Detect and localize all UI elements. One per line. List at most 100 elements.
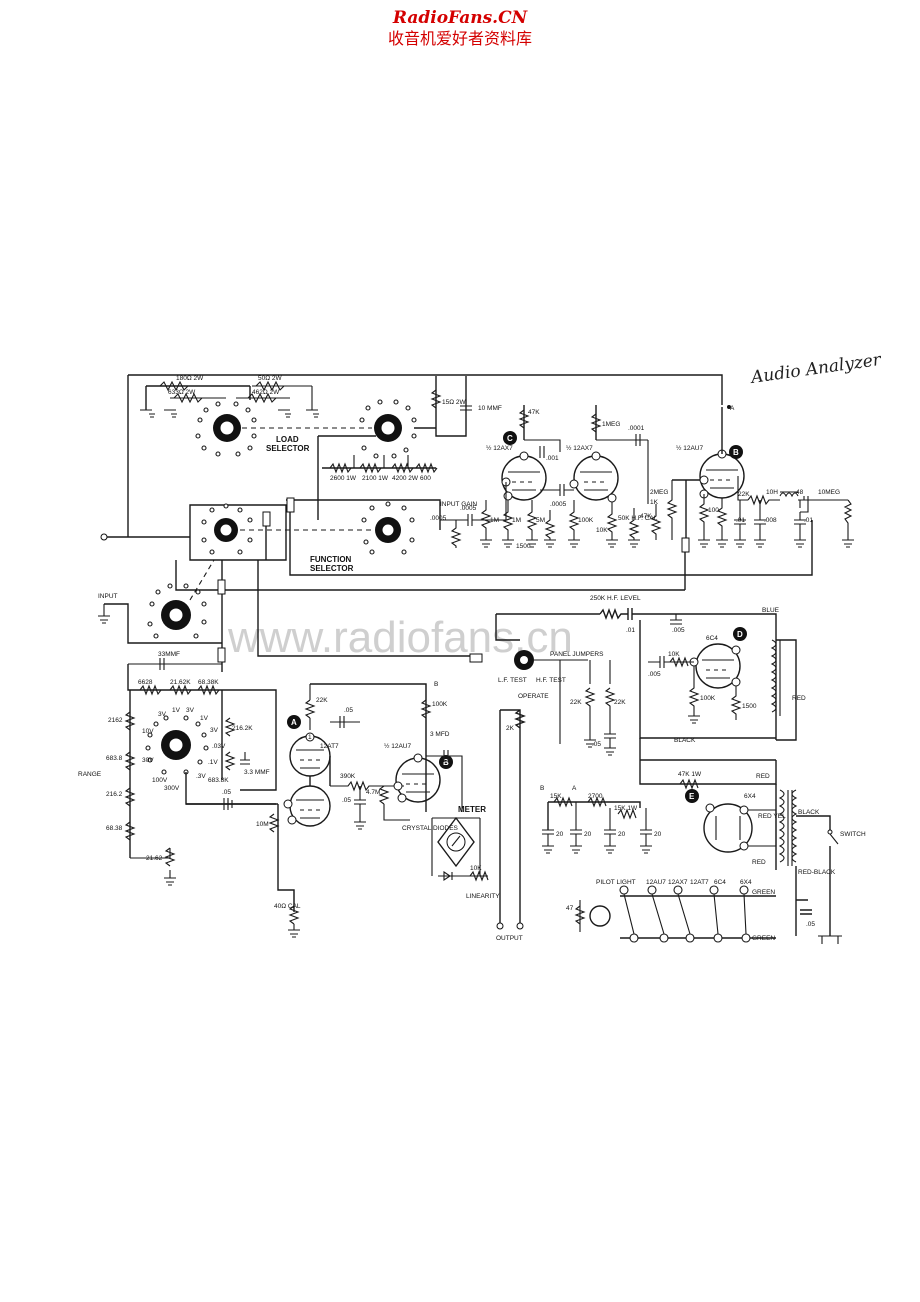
res-label: 1M [512, 517, 521, 524]
res-label: 100K [578, 517, 594, 524]
res-label: 600 [420, 475, 431, 482]
res-label: 1500 [742, 703, 757, 710]
cap-label: .01 [626, 627, 635, 634]
pilot-light-label: PILOT LIGHT [596, 879, 636, 886]
input-label: INPUT [98, 593, 118, 600]
switch-label: SWITCH [840, 831, 866, 838]
black-label: BLACK [674, 737, 696, 744]
handwritten-title: Audio Analyzer [748, 350, 883, 388]
tube-12at7 [289, 735, 331, 777]
load-selector-label: LOAD [276, 435, 299, 444]
tube-badge: D [737, 630, 743, 639]
res-label: 68.38 [106, 825, 123, 832]
tube-label: ½ 12AX7 [486, 444, 513, 452]
res-label: 216.2 [106, 791, 123, 798]
range-tap: .03V [212, 743, 226, 750]
res-label: 6628 [138, 679, 153, 686]
res-label: 2162 [108, 717, 123, 724]
res-label: 633Ω 2W [168, 389, 196, 396]
hf-test-label: H.F. TEST [536, 677, 566, 684]
cap-label: .05 [806, 921, 815, 928]
tube-label: ½ 12AX7 [566, 444, 593, 452]
res-label: 21.62 [146, 855, 163, 862]
black-label: BLACK [798, 809, 820, 816]
res-label: 22K [316, 697, 328, 704]
heater-string-section: PILOT LIGHT 47 12AU7 12AX7 12AT7 6C4 6X4… [566, 879, 776, 943]
tube-label: 6X4 [744, 793, 756, 800]
res-label: 1500 [516, 543, 531, 550]
res-label: 683.8K [208, 777, 229, 784]
res-label: 50Ω 2W [258, 375, 283, 382]
output-label: OUTPUT [496, 935, 523, 942]
cap-label: .005 [648, 671, 661, 678]
range-tap: 3V [186, 707, 195, 714]
range-tap: 100V [152, 777, 168, 784]
res-label: 5M [536, 517, 545, 524]
site-subtitle: 收音机爱好者资料库 [387, 29, 532, 48]
heater-label: 6C4 [714, 879, 726, 886]
cap-label: 20 [618, 831, 626, 838]
function-selector-label: SELECTOR [310, 564, 354, 573]
cap-label: .01 [736, 517, 745, 524]
red-yel-label: RED YEL [758, 813, 786, 820]
lf-test-label: L.F. TEST [498, 677, 527, 684]
tube-badge: E [689, 792, 695, 801]
res-label: 100K [432, 701, 448, 708]
res-label: 2K [506, 725, 515, 732]
tube-label: ½ 12AU7 [384, 742, 411, 750]
res-label: 10K [596, 527, 608, 534]
res-label: 22K [614, 699, 626, 706]
res-label: 10K [668, 651, 680, 658]
function-selector-label: FUNCTION [310, 555, 352, 564]
range-tap: 1V [172, 707, 181, 714]
res-label: 462Ω 2W [252, 389, 280, 396]
res-label: 22K [570, 699, 582, 706]
input-range-section: INPUT 33MMF 6628 21.62K 68.38K RANGE [78, 559, 277, 886]
res-label: 390K [340, 773, 356, 780]
res-label: 22K [738, 491, 750, 498]
cap-label: .01 [804, 517, 813, 524]
tube-badge: B [733, 448, 739, 457]
panel-jumpers-label: PANEL JUMPERS [550, 651, 604, 658]
cap-label: 20 [654, 831, 662, 838]
res-label: 10M [256, 821, 269, 828]
node-label: A [730, 405, 735, 412]
res-label: 15Ω 2W [442, 399, 467, 406]
heater-label: 12AX7 [668, 879, 688, 886]
cap-label: .0001 [628, 425, 645, 432]
range-tap: 3V [158, 711, 167, 718]
res-label: 2100 1W [362, 475, 389, 482]
crystal-diodes-label: CRYSTAL DIODES [402, 825, 459, 832]
cap-label: .0005 [430, 515, 447, 522]
res-label: 47K [528, 409, 540, 416]
green-label: GREEN [752, 889, 775, 896]
operate-label: OPERATE [518, 693, 549, 700]
res-label: 2MEG [650, 489, 668, 496]
cap-label: 20 [584, 831, 592, 838]
tube-label: 6C4 [706, 635, 718, 642]
tube-badge: C [507, 434, 513, 443]
linearity-label: LINEARITY [466, 893, 500, 900]
res-label: 15K 1W [614, 805, 638, 812]
meter-movement [446, 832, 466, 852]
res-label: 4.7M [366, 789, 380, 796]
cap-label: 33MMF [158, 651, 180, 658]
cap-label: .005 [672, 627, 685, 634]
cap-label: 48 [796, 489, 804, 496]
meter-amplifier-section: 22K 1 12AT7 A .05 390K .05 4.7M 100K B ½… [186, 560, 472, 938]
range-tap: .3V [196, 773, 206, 780]
tube-6x4 [703, 803, 753, 853]
oscillator-section: 250K H.F. LEVEL .01 .005 BLUE RED BLACK … [469, 595, 806, 942]
watermark-text: www.radiofans.cn [227, 613, 573, 662]
res-label: 683.8 [106, 755, 123, 762]
res-label: 10K [470, 865, 482, 872]
green-label: GREEN [752, 935, 775, 942]
tube-label: 12AT7 [320, 743, 339, 750]
cap-label: 10 MMF [478, 405, 502, 412]
tube-label: ½ 12AU7 [676, 444, 703, 452]
res-label: 2600 1W [330, 475, 357, 482]
load-selector-label: SELECTOR [266, 444, 310, 453]
res-label: 2700 [588, 793, 603, 800]
res-label: 1MEG [602, 421, 620, 428]
red-label: RED [756, 773, 770, 780]
